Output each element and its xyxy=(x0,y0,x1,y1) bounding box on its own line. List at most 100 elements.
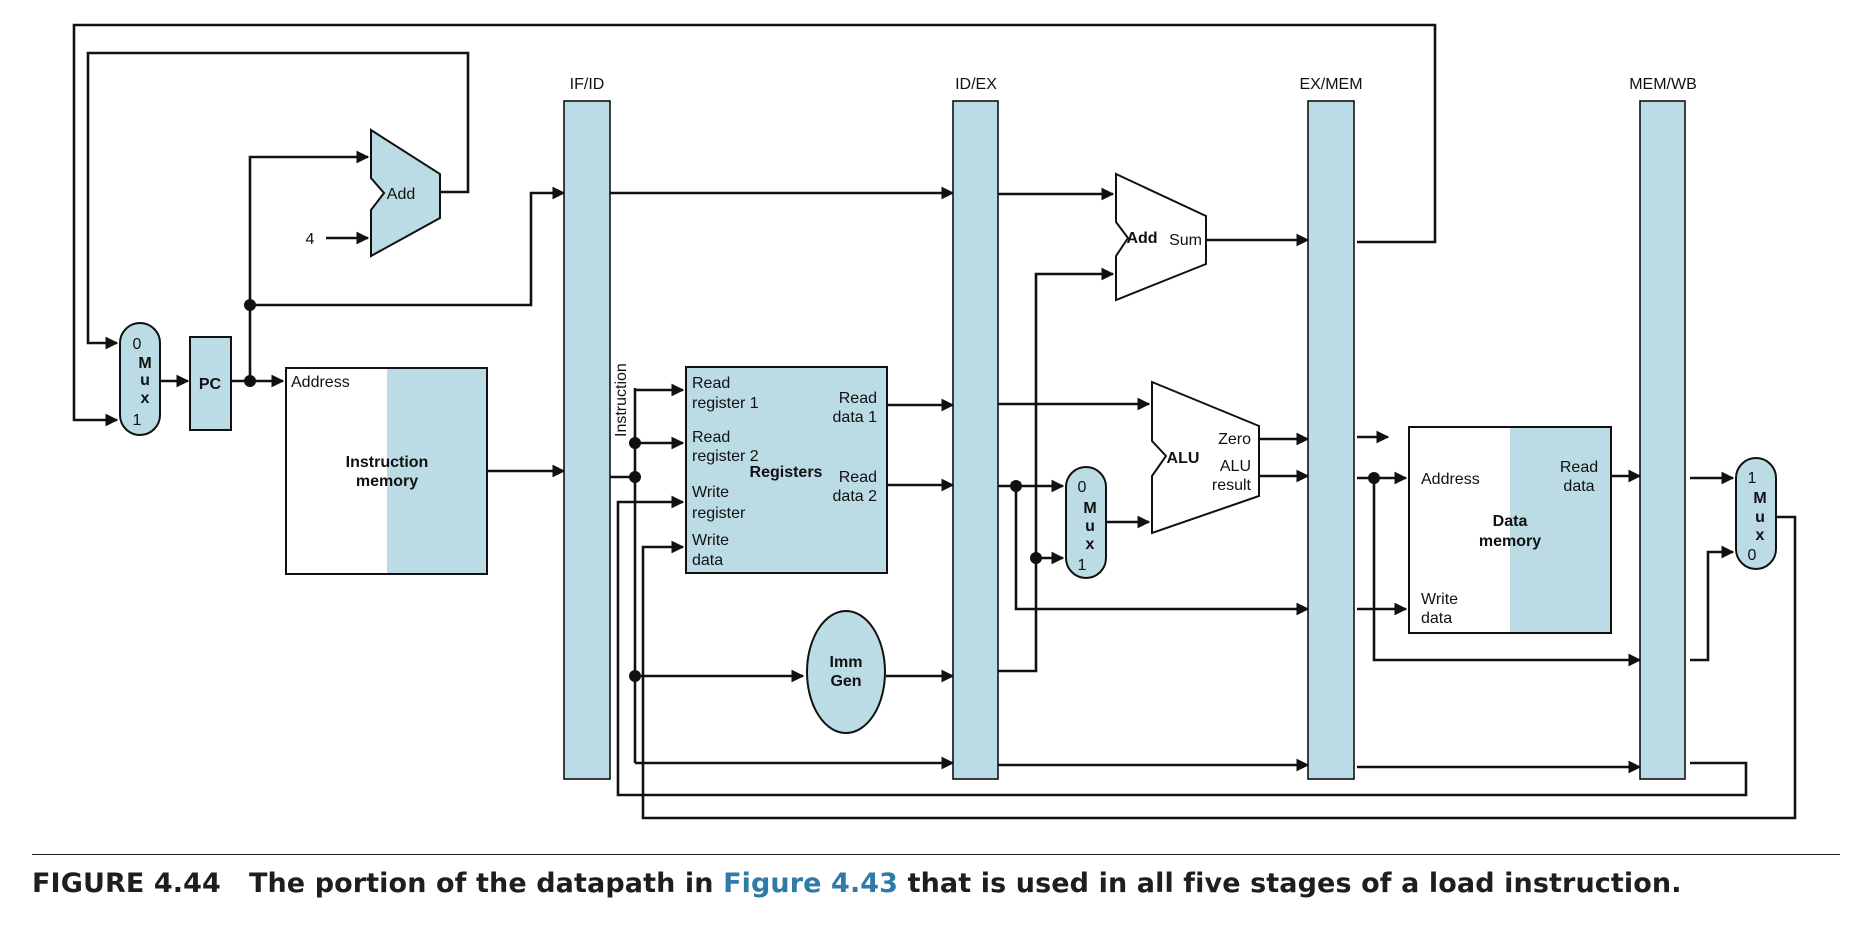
pipeline-register-bar xyxy=(563,100,611,780)
adder-label: Add xyxy=(1126,230,1157,247)
caption-text-end: that is used in all five stages of a loa… xyxy=(898,868,1682,899)
constant-4-label: 4 xyxy=(306,231,315,248)
imem-right-shade xyxy=(387,368,487,574)
junction-dot xyxy=(244,375,256,387)
read-register-1-label: register 1 xyxy=(692,395,759,412)
alu-mux: 0 M u x 1 xyxy=(1065,466,1107,579)
dmem-address-label: Address xyxy=(1421,471,1480,488)
imm-gen-label: Gen xyxy=(830,673,861,690)
dmem-write-data-label: data xyxy=(1421,610,1452,627)
wire-imm-to-branch-adder xyxy=(998,267,1115,673)
write-data-label: data xyxy=(692,552,723,569)
dmem-write-data-label: Write xyxy=(1421,591,1458,608)
write-data-label: Write xyxy=(692,532,729,549)
mux-input-1-label: 1 xyxy=(133,412,142,429)
pc-register: PC xyxy=(189,336,232,431)
wires xyxy=(72,23,1797,820)
dmem-title: memory xyxy=(1479,533,1541,550)
branch-adder: Add Sum xyxy=(1115,172,1207,302)
mux-label: u xyxy=(140,372,150,389)
pipeline-register-bar xyxy=(1639,100,1686,780)
mux-label: u xyxy=(1755,509,1765,526)
pipeline-register-bar xyxy=(952,100,999,780)
mux-shape xyxy=(119,322,161,436)
mux-label: M xyxy=(1083,500,1096,517)
read-register-1-label: Read xyxy=(692,375,730,392)
dmem-border xyxy=(1408,426,1612,634)
figure-reference-link[interactable]: Figure 4.43 xyxy=(723,868,899,899)
write-register-label: Write xyxy=(692,484,729,501)
dmem-read-data-label: data xyxy=(1563,478,1594,495)
adder-sum-label: Sum xyxy=(1169,232,1202,249)
read-register-2-label: register 2 xyxy=(692,448,759,465)
junction-dot xyxy=(629,437,641,449)
mux-label: x xyxy=(141,390,150,407)
wire-write-data-feedback xyxy=(641,515,1797,820)
junction-dot xyxy=(629,670,641,682)
write-register-label: register xyxy=(692,505,746,522)
mux-shape xyxy=(1735,457,1777,570)
mux-label: M xyxy=(1753,490,1766,507)
adder-shape xyxy=(1115,172,1207,302)
read-data-2-label: data 2 xyxy=(833,488,878,505)
caption-text-start: The portion of the datapath in xyxy=(248,868,724,899)
pipeline-register-id-ex: ID/EX xyxy=(952,76,999,780)
pc-label: PC xyxy=(199,376,222,393)
mux-shape xyxy=(1065,466,1107,579)
wire-pc-to-adder xyxy=(248,150,370,381)
mux-input-0-label: 0 xyxy=(133,336,142,353)
junction-dot xyxy=(1368,472,1380,484)
imem-title-line-1: Instruction xyxy=(346,454,429,471)
dmem-read-data-label: Read xyxy=(1560,459,1598,476)
read-data-2-label: Read xyxy=(839,469,877,486)
read-data-1-label: data 1 xyxy=(833,409,878,426)
junction-dot xyxy=(244,299,256,311)
pc-mux: 0 M u x 1 xyxy=(119,322,161,436)
wire-branch-target-loop xyxy=(72,23,1437,427)
alu-label: ALU xyxy=(1167,450,1200,467)
mux-input-1-label: 1 xyxy=(1748,470,1757,487)
imem-address-label: Address xyxy=(291,374,350,391)
pipeline-register-label: EX/MEM xyxy=(1299,76,1362,93)
dmem-right-shade xyxy=(1510,427,1611,633)
mux-label: x xyxy=(1756,527,1765,544)
figure-number: FIGURE 4.44 xyxy=(32,868,221,899)
adder-label: Add xyxy=(387,186,415,203)
imm-gen-label: Imm xyxy=(830,654,863,671)
read-data-1-label: Read xyxy=(839,390,877,407)
alu-result-label: ALU xyxy=(1220,458,1251,475)
wire-address-to-memwb xyxy=(1372,478,1642,667)
imm-gen-shape xyxy=(806,610,886,734)
wire-pc-to-ifid xyxy=(250,186,566,307)
adder-shape xyxy=(370,128,441,258)
instruction-bus-label: Instruction xyxy=(613,363,630,437)
registers-title: Registers xyxy=(750,464,823,481)
pc-adder: Add xyxy=(370,128,441,258)
read-register-2-label: Read xyxy=(692,429,730,446)
junction-dot xyxy=(1030,552,1042,564)
imem-title-line-2: memory xyxy=(356,473,418,490)
pipeline-register-bar xyxy=(1307,100,1355,780)
wire-rd2-to-exmem xyxy=(1014,486,1310,616)
register-file: Read register 1 Read register 2 Write re… xyxy=(685,366,888,574)
pipeline-register-label: MEM/WB xyxy=(1629,76,1697,93)
wire-alu-result-to-wb-mux xyxy=(1690,545,1735,662)
pipeline-register-ex-mem: EX/MEM xyxy=(1299,76,1363,780)
instruction-memory: Address Instruction memory xyxy=(285,367,488,575)
mux-input-1-label: 1 xyxy=(1078,557,1087,574)
pipeline-register-label: ID/EX xyxy=(955,76,997,93)
data-memory: Address Write data Read data Data memory xyxy=(1408,426,1612,634)
pipeline-register-label: IF/ID xyxy=(570,76,605,93)
imem-border xyxy=(285,367,488,575)
pipeline-register-if-id: IF/ID xyxy=(563,76,611,780)
alu: ALU Zero ALU result xyxy=(1151,380,1260,535)
pipeline-register-mem-wb: MEM/WB xyxy=(1629,76,1697,780)
mux-input-0-label: 0 xyxy=(1078,479,1087,496)
junctions xyxy=(244,299,1380,682)
pc-box xyxy=(189,336,232,431)
dmem-title: Data xyxy=(1493,513,1528,530)
mux-label: M xyxy=(138,355,151,372)
mux-label: x xyxy=(1086,536,1095,553)
junction-dot xyxy=(1010,480,1022,492)
